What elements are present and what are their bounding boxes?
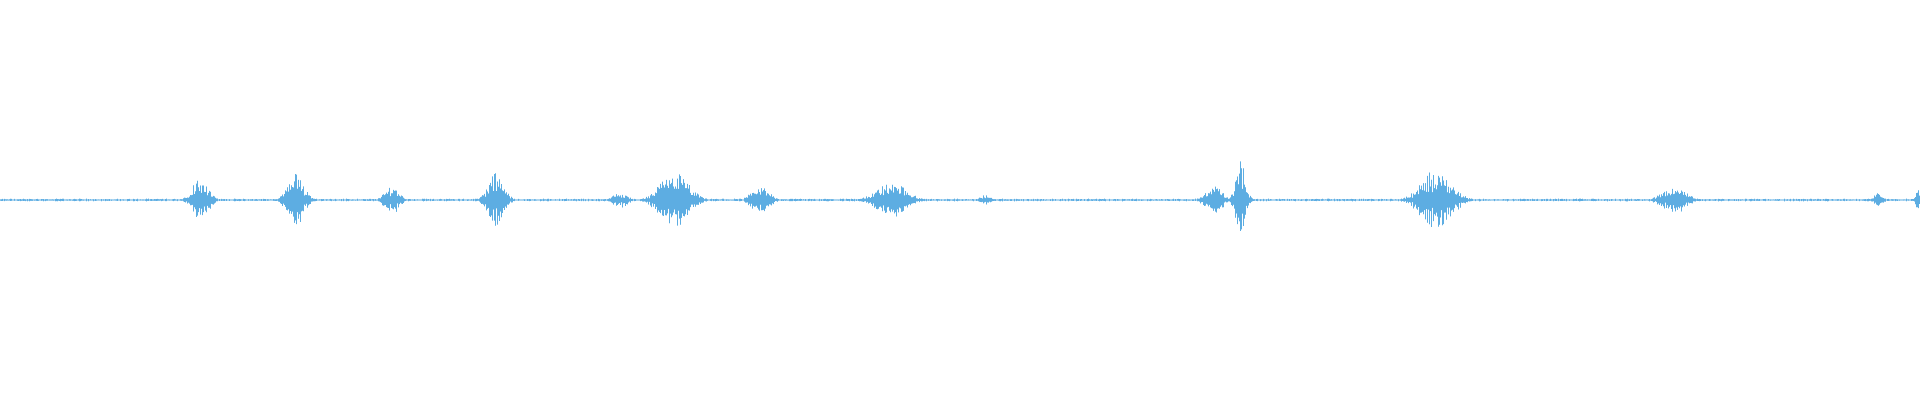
waveform-samples: [0, 161, 1920, 232]
waveform-path: [0, 161, 1920, 232]
